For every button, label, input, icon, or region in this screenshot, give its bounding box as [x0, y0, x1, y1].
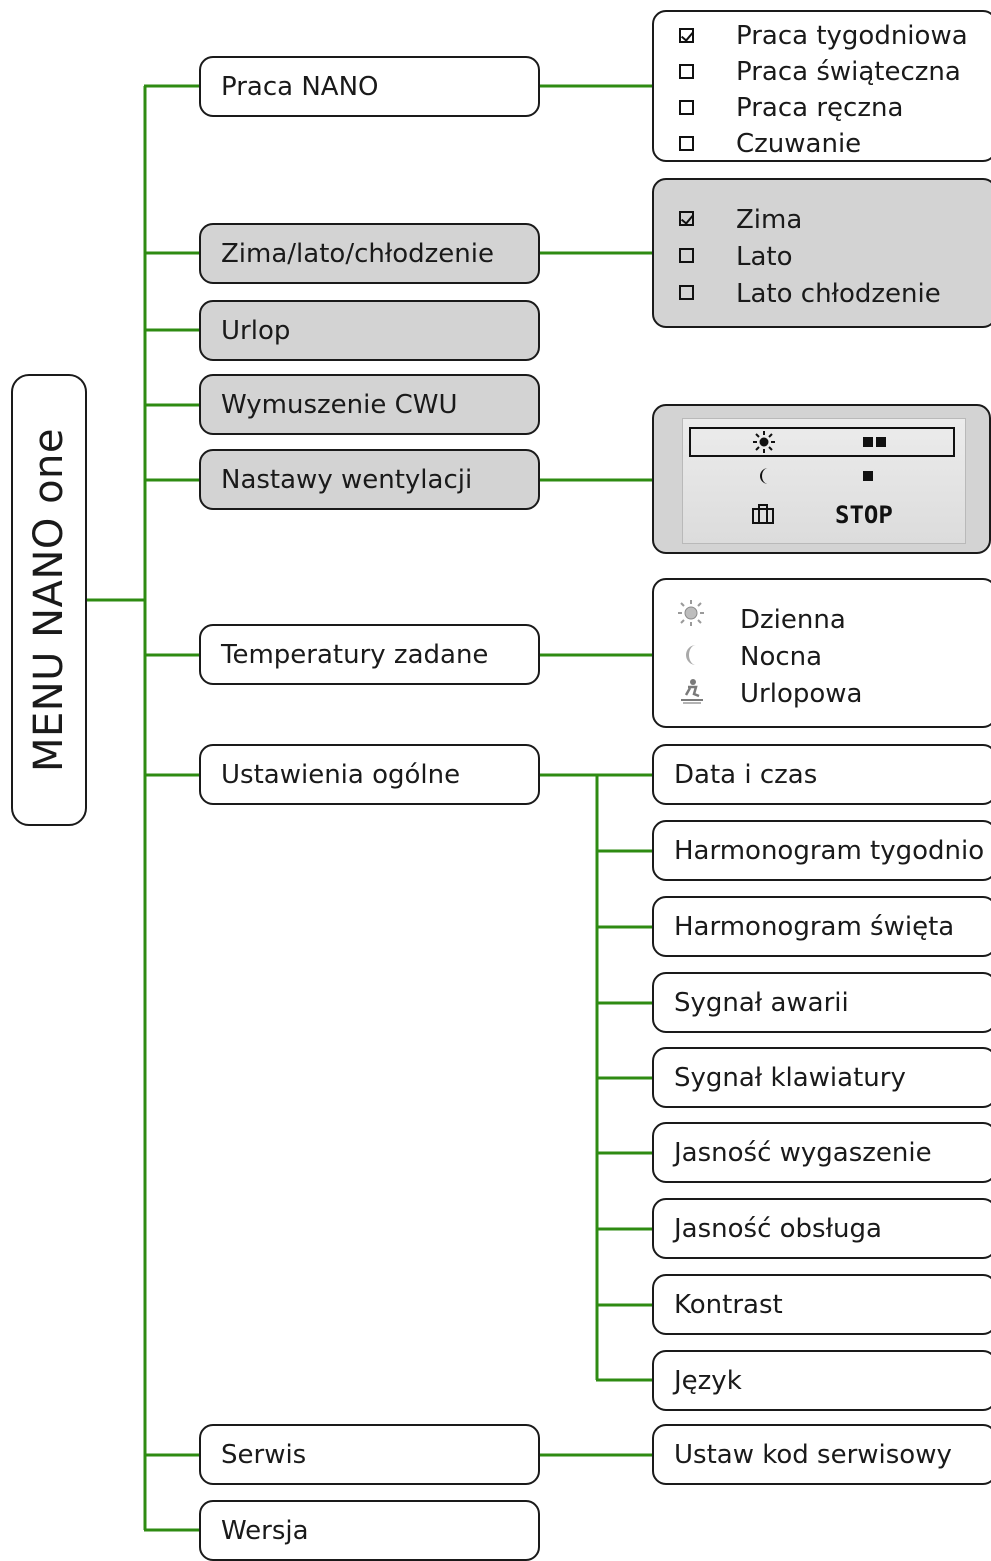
- sun-icon: [678, 600, 704, 626]
- menu-item-label: Wersja: [221, 1515, 309, 1546]
- menu-item-label: Wymuszenie CWU: [221, 389, 458, 420]
- checkbox[interactable]: [679, 248, 694, 263]
- menu-item-label: Zima/lato/chłodzenie: [221, 238, 494, 269]
- menu-item-wersja[interactable]: Wersja: [199, 1500, 540, 1561]
- menu-item-label: Ustawienia ogólne: [221, 759, 461, 790]
- settings-item-label: Data i czas: [674, 759, 818, 790]
- vacation-icon: [681, 679, 703, 704]
- menu-item-label: Urlop: [221, 315, 291, 346]
- checkbox-checked[interactable]: [679, 211, 694, 226]
- menu-item-serwis[interactable]: Serwis: [199, 1424, 540, 1485]
- fan-level-block: [876, 437, 886, 447]
- fan-level-block: [863, 471, 873, 481]
- settings-item-data-i-czas[interactable]: Data i czas: [652, 744, 991, 805]
- menu-item-praca-nano[interactable]: Praca NANO: [199, 56, 540, 117]
- settings-item-jasnosc-wygaszenie[interactable]: Jasność wygaszenie: [652, 1122, 991, 1183]
- option-lato[interactable]: Lato: [736, 242, 793, 272]
- settings-item-label: Język: [674, 1365, 742, 1396]
- settings-item-jasnosc-obsluga[interactable]: Jasność obsługa: [652, 1198, 991, 1259]
- option-zima[interactable]: Zima: [736, 205, 803, 235]
- suitcase-icon: [752, 504, 774, 524]
- root-menu-title: MENU NANO one: [26, 427, 72, 773]
- menu-item-label: Temperatury zadane: [221, 639, 489, 670]
- service-item-label: Ustaw kod serwisowy: [674, 1439, 952, 1470]
- settings-item-label: Harmonogram tygodnio: [674, 835, 985, 866]
- fan-level-block: [863, 437, 873, 447]
- lcd-selected-row: [689, 427, 955, 457]
- moon-icon: [760, 468, 768, 484]
- menu-item-ustawienia-ogolne[interactable]: Ustawienia ogólne: [199, 744, 540, 805]
- settings-item-sygnal-klawiatury[interactable]: Sygnał klawiatury: [652, 1047, 991, 1108]
- settings-item-harmonogram-tygodnio[interactable]: Harmonogram tygodnio: [652, 820, 991, 881]
- option-praca-swiateczna[interactable]: Praca świąteczna: [736, 57, 961, 87]
- menu-item-label: Serwis: [221, 1439, 307, 1470]
- settings-item-sygnal-awarii[interactable]: Sygnał awarii: [652, 972, 991, 1033]
- option-dzienna[interactable]: Dzienna: [740, 605, 846, 635]
- settings-item-label: Jasność wygaszenie: [674, 1137, 932, 1168]
- checkbox[interactable]: [679, 100, 694, 115]
- settings-item-label: Jasność obsługa: [674, 1213, 882, 1244]
- settings-item-label: Harmonogram święta: [674, 911, 955, 942]
- menu-item-wymuszenie-cwu[interactable]: Wymuszenie CWU: [199, 374, 540, 435]
- menu-item-temperatury-zadane[interactable]: Temperatury zadane: [199, 624, 540, 685]
- option-nocna[interactable]: Nocna: [740, 642, 823, 672]
- moon-icon: [686, 645, 696, 665]
- stop-label: STOP: [835, 501, 893, 529]
- checkbox[interactable]: [679, 285, 694, 300]
- option-czuwanie[interactable]: Czuwanie: [736, 129, 862, 159]
- service-item-ustaw-kod[interactable]: Ustaw kod serwisowy: [652, 1424, 991, 1485]
- checkbox[interactable]: [679, 136, 694, 151]
- option-praca-tygodniowa[interactable]: Praca tygodniowa: [736, 21, 968, 51]
- menu-item-zima-lato[interactable]: Zima/lato/chłodzenie: [199, 223, 540, 284]
- ventilation-display-panel: STOP: [652, 404, 991, 554]
- settings-item-kontrast[interactable]: Kontrast: [652, 1274, 991, 1335]
- menu-item-label: Praca NANO: [221, 71, 379, 102]
- checkbox[interactable]: [679, 64, 694, 79]
- menu-item-nastawy-wentylacji[interactable]: Nastawy wentylacji: [199, 449, 540, 510]
- menu-item-label: Nastawy wentylacji: [221, 464, 473, 495]
- settings-item-label: Kontrast: [674, 1289, 783, 1320]
- root-menu-box[interactable]: MENU NANO one: [11, 374, 87, 826]
- lcd-screen: STOP: [682, 418, 966, 544]
- settings-item-label: Sygnał klawiatury: [674, 1062, 906, 1093]
- season-options-panel: Zima Lato Lato chłodzenie: [652, 178, 991, 328]
- temperature-options-panel: Dzienna Nocna Urlopowa: [652, 578, 991, 728]
- settings-item-harmonogram-swieta[interactable]: Harmonogram święta: [652, 896, 991, 957]
- menu-item-urlop[interactable]: Urlop: [199, 300, 540, 361]
- settings-item-label: Sygnał awarii: [674, 987, 849, 1018]
- checkbox-checked[interactable]: [679, 28, 694, 43]
- option-praca-reczna[interactable]: Praca ręczna: [736, 93, 904, 123]
- option-lato-chlodzenie[interactable]: Lato chłodzenie: [736, 279, 941, 309]
- sun-icon: [753, 431, 775, 453]
- settings-item-jezyk[interactable]: Język: [652, 1350, 991, 1411]
- praca-nano-options-panel: Praca tygodniowa Praca świąteczna Praca …: [652, 10, 991, 162]
- option-urlopowa[interactable]: Urlopowa: [740, 679, 863, 709]
